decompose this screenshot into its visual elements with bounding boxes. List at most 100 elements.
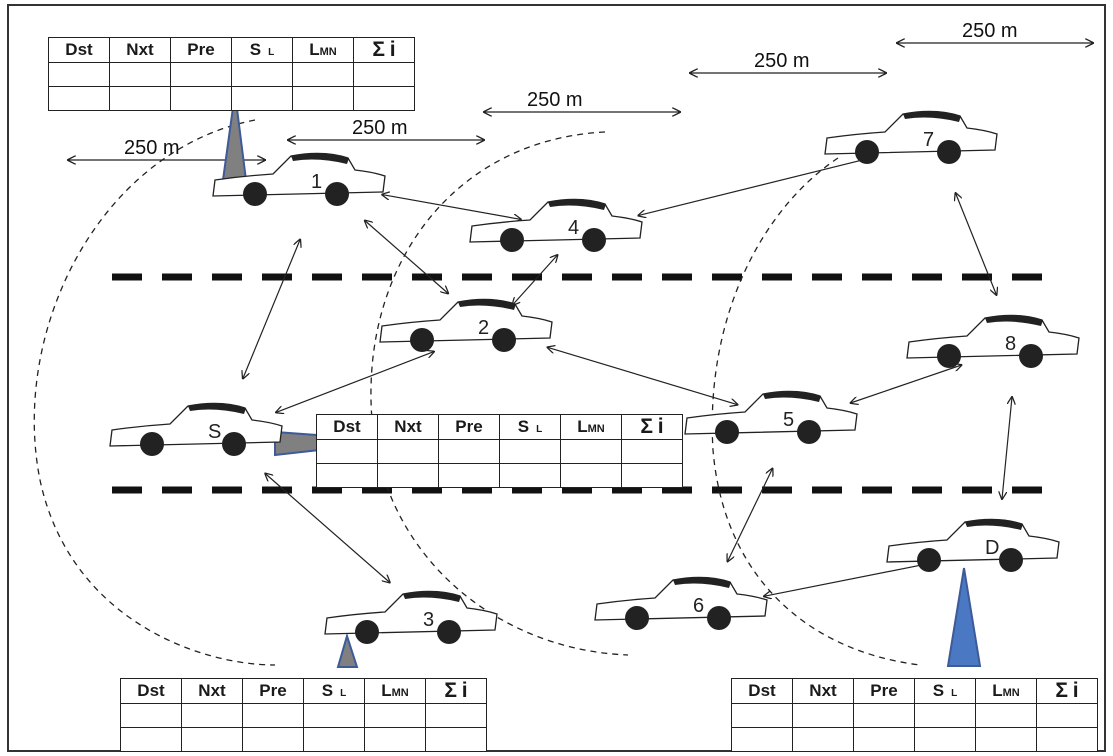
vehicle-3: 3 — [325, 591, 497, 644]
col-pre: Pre — [243, 679, 304, 704]
col-dst: Dst — [121, 679, 182, 704]
col-pre: Pre — [171, 38, 232, 63]
link-8-d — [1002, 397, 1012, 499]
car-icon — [887, 519, 1059, 572]
col-sigma-main: Σ — [640, 415, 653, 438]
vehicle-2: 2 — [380, 299, 552, 352]
table-row — [121, 728, 487, 752]
link-4-7 — [638, 156, 877, 215]
vehicle-7: 7 — [825, 111, 997, 164]
col-l: LMN — [561, 415, 622, 440]
col-s-sub: L — [951, 688, 957, 699]
vehicle-5: 5 — [685, 391, 857, 444]
car-icon — [595, 577, 767, 630]
col-s-main: S — [250, 40, 261, 59]
vehicle-label: D — [985, 537, 999, 559]
col-s-main: S — [933, 681, 944, 700]
col-sigma-sub: i — [658, 415, 664, 438]
col-sigma-sub: i — [462, 679, 468, 702]
range-label-2: 250 m — [352, 117, 408, 139]
range-arc-s — [34, 120, 275, 665]
table-row — [49, 87, 415, 111]
pointer-cone-3 — [338, 636, 357, 667]
col-sigma-main: Σ — [1055, 679, 1068, 702]
vehicle-label: 2 — [478, 317, 489, 339]
vehicle-label: 7 — [923, 129, 934, 151]
car-icon — [325, 591, 497, 644]
vehicle-label: 4 — [568, 217, 579, 239]
col-l-main: L — [992, 681, 1002, 700]
col-sigma: Σ i — [1037, 679, 1098, 704]
link-2-5 — [547, 347, 737, 404]
col-l-sub: MN — [320, 46, 337, 58]
col-s-sub: L — [268, 47, 274, 58]
col-s-main: S — [322, 681, 333, 700]
vehicle-layer: S 1 2 3 4 5 6 7 8D — [110, 111, 1079, 644]
table-row — [317, 440, 683, 464]
vehicle-4: 4 — [470, 199, 642, 252]
col-nxt: Nxt — [110, 38, 171, 63]
range-label-1: 250 m — [124, 137, 180, 159]
col-nxt: Nxt — [793, 679, 854, 704]
vehicle-label: 8 — [1005, 333, 1016, 355]
vehicle-s: S — [110, 403, 282, 456]
vehicle-6: 6 — [595, 577, 767, 630]
vehicle-label: 1 — [311, 171, 322, 193]
link-1-s — [243, 239, 300, 378]
table-row — [49, 63, 415, 87]
col-l-main: L — [309, 40, 319, 59]
vehicle-label: S — [208, 421, 221, 443]
col-s-sub: L — [340, 688, 346, 699]
table-header-row: Dst Nxt Pre SL LMN Σ i — [317, 415, 683, 440]
col-l-sub: MN — [588, 423, 605, 435]
table-row — [121, 704, 487, 728]
table-row — [732, 704, 1098, 728]
car-icon — [685, 391, 857, 444]
vehicle-label: 3 — [423, 609, 434, 631]
col-nxt: Nxt — [378, 415, 439, 440]
col-s-main: S — [518, 417, 529, 436]
col-s-sub: L — [536, 424, 542, 435]
col-sigma: Σ i — [426, 679, 487, 704]
col-pre: Pre — [854, 679, 915, 704]
vehicle-label: 5 — [783, 409, 794, 431]
col-nxt: Nxt — [182, 679, 243, 704]
table-row — [732, 728, 1098, 752]
car-icon — [907, 315, 1079, 368]
col-l-main: L — [381, 681, 391, 700]
col-sigma-main: Σ — [444, 679, 457, 702]
range-label-3: 250 m — [527, 89, 583, 111]
col-sigma: Σ i — [354, 38, 415, 63]
table-row — [317, 464, 683, 488]
col-dst: Dst — [49, 38, 110, 63]
car-icon — [470, 199, 642, 252]
col-sigma: Σ i — [622, 415, 683, 440]
col-pre: Pre — [439, 415, 500, 440]
col-l-sub: MN — [392, 687, 409, 699]
pointer-cone-d — [948, 568, 980, 666]
col-sigma-sub: i — [390, 38, 396, 61]
link-2-s — [276, 352, 434, 413]
col-l-sub: MN — [1003, 687, 1020, 699]
col-sigma-main: Σ — [372, 38, 385, 61]
link-6-d — [764, 562, 938, 597]
link-5-8 — [851, 365, 962, 403]
car-icon — [380, 299, 552, 352]
col-l: LMN — [976, 679, 1037, 704]
col-sigma-sub: i — [1073, 679, 1079, 702]
link-1-4 — [382, 195, 521, 220]
link-5-6 — [728, 469, 773, 562]
car-icon — [110, 403, 282, 456]
col-l-main: L — [577, 417, 587, 436]
